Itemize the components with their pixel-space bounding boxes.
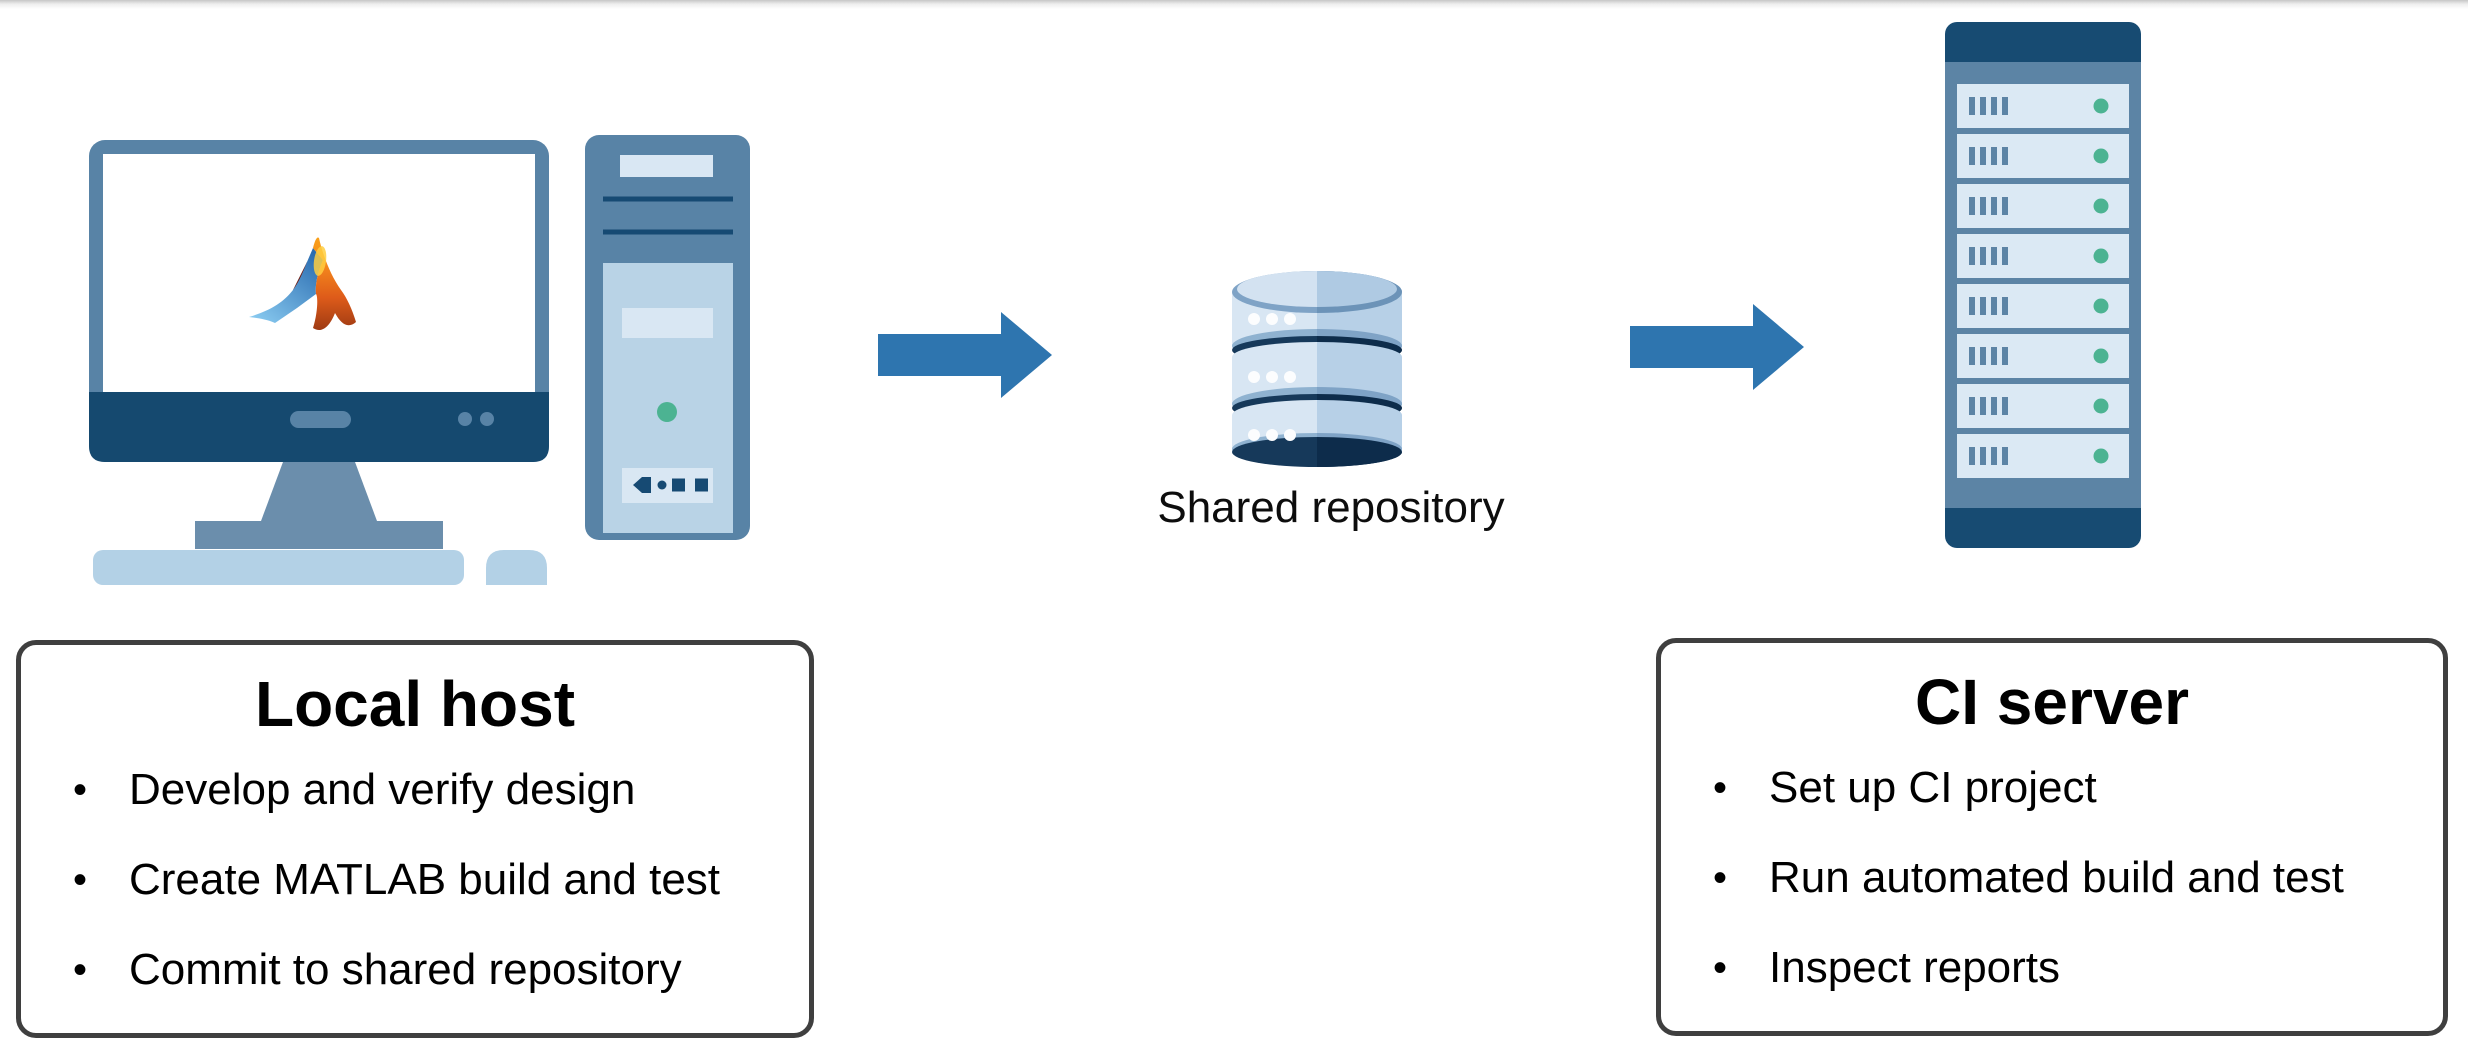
- bullet-text: Develop and verify design: [129, 765, 636, 814]
- server-slots: [1957, 84, 2129, 478]
- bullet-text: Commit to shared repository: [129, 945, 682, 994]
- bullet-icon: •: [73, 948, 88, 992]
- list-item: • Run automated build and test: [1661, 851, 2443, 905]
- flow-arrow-icon: [878, 312, 1052, 398]
- database-dots: [1248, 313, 1296, 441]
- bullet-text: Inspect reports: [1769, 943, 2061, 992]
- local-host-title: Local host: [254, 668, 576, 740]
- local-host-box: Local host • Develop and verify design •…: [16, 640, 814, 1038]
- server-rack-icon: [1945, 22, 2141, 548]
- database-right-half: [1317, 271, 1402, 467]
- bullet-text: Run automated build and test: [1769, 853, 2344, 902]
- bullet-icon: •: [1713, 856, 1728, 900]
- bullet-text: Set up CI project: [1769, 763, 2097, 812]
- list-item: • Set up CI project: [1661, 761, 2443, 815]
- power-led-icon: [657, 402, 677, 422]
- ci-server-box: CI server • Set up CI project • Run auto…: [1656, 638, 2448, 1036]
- top-edge-shadow: [0, 0, 2468, 9]
- desktop-computer-icon: [89, 135, 750, 585]
- matlab-logo-icon: [249, 237, 356, 331]
- bullet-icon: •: [1713, 766, 1728, 810]
- tower-pc-icon: [585, 135, 750, 540]
- bullet-icon: •: [73, 858, 88, 902]
- tower-port-icons: [633, 477, 708, 493]
- ci-server-bullet-list: • Set up CI project • Run automated buil…: [1661, 761, 2443, 995]
- keyboard-icon: [93, 550, 464, 585]
- list-item: • Develop and verify design: [21, 763, 809, 817]
- database-icon: [1232, 271, 1402, 467]
- list-item: • Create MATLAB build and test: [21, 853, 809, 907]
- local-host-bullet-list: • Develop and verify design • Create MAT…: [21, 763, 809, 997]
- ci-server-title: CI server: [1915, 666, 2189, 738]
- monitor-icon: [89, 140, 549, 549]
- flow-arrow-icon: [1630, 304, 1804, 390]
- shared-repository-label: Shared repository: [1157, 483, 1505, 532]
- bullet-icon: •: [73, 768, 88, 812]
- list-item: • Inspect reports: [1661, 941, 2443, 995]
- bullet-icon: •: [1713, 946, 1728, 990]
- list-item: • Commit to shared repository: [21, 943, 809, 997]
- bullet-text: Create MATLAB build and test: [129, 855, 721, 904]
- mouse-icon: [486, 550, 547, 585]
